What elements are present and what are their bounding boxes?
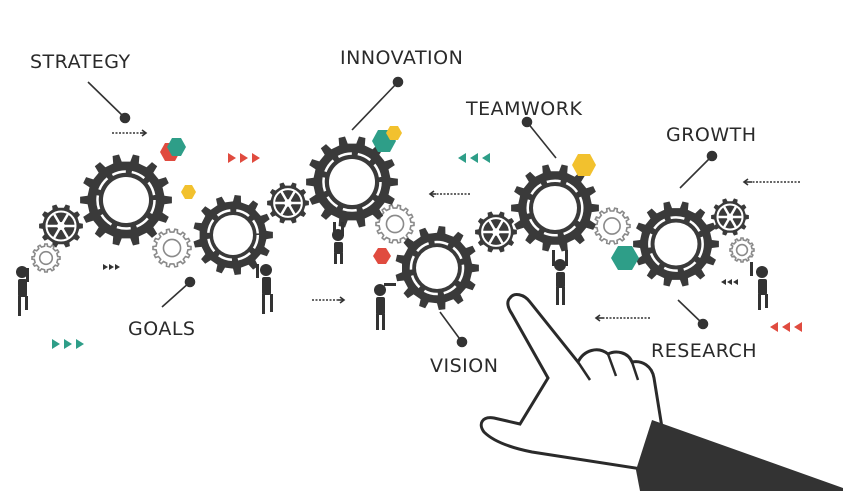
person-icon (332, 222, 344, 264)
gear-outline (729, 237, 755, 263)
red-chevrons-icon (228, 153, 802, 332)
person-icon (750, 262, 768, 310)
gear-outline (593, 207, 631, 245)
person-icon (256, 264, 273, 314)
gear-large (511, 164, 599, 252)
labels: STRATEGY INNOVATION TEAMWORK GROWTH GOAL… (30, 47, 757, 377)
sleeve (636, 420, 843, 491)
arrow-decorations (52, 129, 802, 349)
gear-small (475, 211, 517, 253)
label-growth: GROWTH (666, 124, 757, 146)
gear-outline (152, 228, 192, 268)
gear-large (306, 136, 398, 228)
hexagon-yellow (572, 154, 596, 176)
people-figures (16, 222, 768, 330)
label-goals: GOALS (128, 318, 196, 340)
dark-chevrons-icon (103, 264, 738, 285)
label-vision: VISION (430, 355, 498, 377)
hexagon-teal (167, 138, 186, 156)
label-research: RESEARCH (651, 340, 757, 362)
pointing-hand-icon (479, 293, 843, 491)
gear-large (193, 195, 273, 275)
hexagon-red (373, 248, 391, 264)
gear-outline (375, 204, 415, 244)
gear-small (267, 182, 309, 224)
gear-large (80, 154, 172, 246)
person-icon (552, 250, 568, 305)
label-strategy: STRATEGY (30, 51, 131, 73)
hexagon-yellow (181, 185, 196, 199)
gear-large (633, 201, 719, 287)
hexagon-teal (611, 246, 639, 270)
gear-small (711, 198, 749, 236)
label-connectors (87, 76, 718, 348)
hexagon-yellow (386, 126, 402, 140)
label-teamwork: TEAMWORK (465, 98, 582, 120)
gear-small (39, 204, 83, 248)
gear-outline (31, 243, 61, 273)
gear-large (395, 226, 479, 310)
label-innovation: INNOVATION (340, 47, 463, 69)
person-icon (374, 283, 396, 330)
person-icon (16, 266, 29, 316)
gear-cluster (31, 136, 755, 310)
hexagon-accents (160, 126, 639, 270)
teal-chevrons-icon (52, 153, 490, 349)
dashed-arrow-icon (112, 129, 800, 322)
